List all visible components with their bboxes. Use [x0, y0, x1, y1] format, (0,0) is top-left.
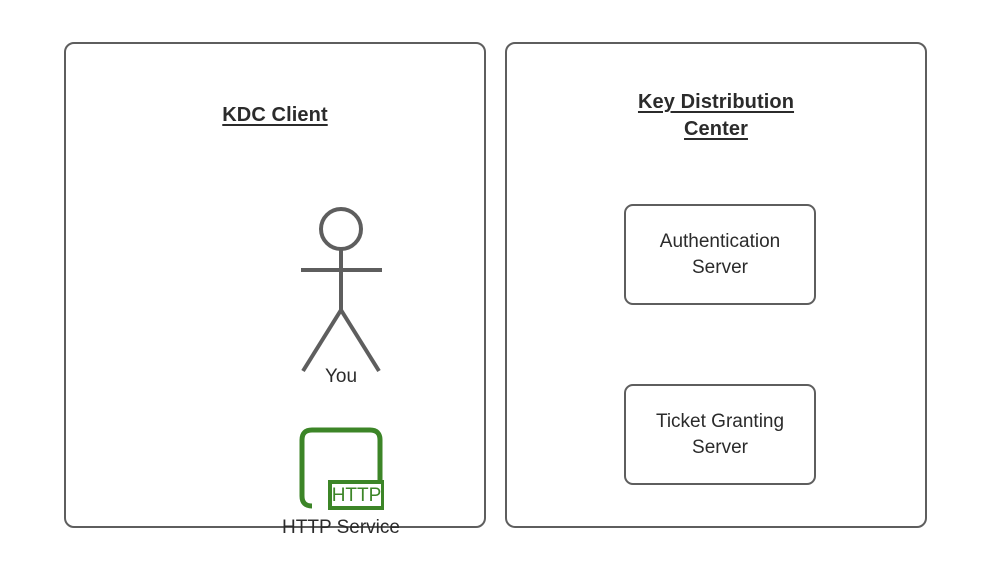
actor-you-label: You	[324, 366, 358, 387]
panel-kdc-title-line-2: Center	[684, 118, 748, 140]
actor-right-leg-line	[339, 308, 381, 373]
actor-head-icon	[319, 207, 363, 251]
http-service-icon: HTTP	[298, 426, 384, 510]
http-badge-text: HTTP	[332, 485, 382, 506]
actor-you-figure	[281, 199, 401, 379]
panel-kdc-title-line-1: Key Distribution	[637, 91, 795, 113]
ticket-granting-server-label: Ticket Granting Server	[655, 410, 785, 458]
actor-left-leg-line	[301, 308, 343, 373]
node-ticket-granting-server: Ticket Granting Server	[624, 384, 816, 485]
authentication-server-label: Authentication Server	[659, 230, 781, 278]
node-authentication-server: Authentication Server	[624, 204, 816, 305]
panel-kdc-client-title: KDC Client	[222, 104, 328, 126]
http-badge-box	[328, 480, 384, 510]
panel-kdc-title: Key Distribution Center	[507, 89, 925, 143]
panel-kdc-client: KDC Client You HTTP	[64, 42, 486, 538]
http-service-label: HTTP Service	[282, 517, 400, 538]
